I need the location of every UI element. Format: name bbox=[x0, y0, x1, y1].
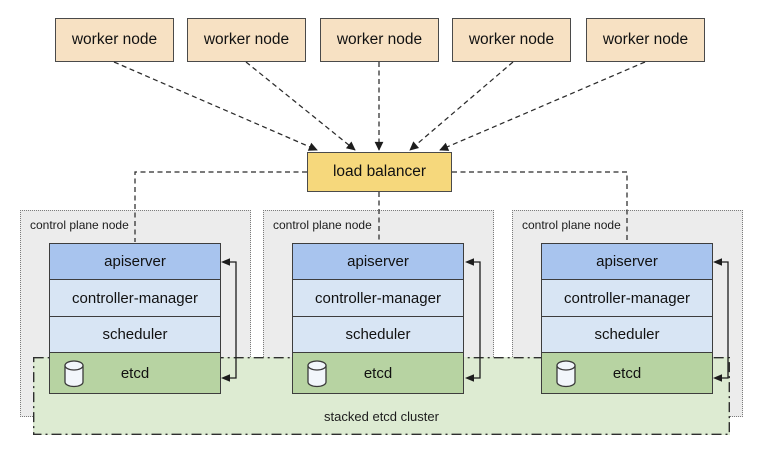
etcd-box: etcd bbox=[541, 352, 713, 394]
scheduler-box: scheduler bbox=[541, 315, 713, 354]
database-cylinder-icon bbox=[556, 360, 576, 388]
worker-node-box: worker node bbox=[187, 18, 306, 62]
scheduler-box: scheduler bbox=[49, 315, 221, 354]
etcd-label: etcd bbox=[120, 364, 150, 382]
database-cylinder-icon bbox=[307, 360, 327, 388]
controller-manager-label: controller-manager bbox=[564, 289, 690, 307]
component-stack: apiserver controller-manager scheduler e… bbox=[292, 242, 464, 394]
worker-node-label: worker node bbox=[468, 31, 555, 48]
apiserver-box: apiserver bbox=[292, 242, 464, 281]
worker-node-box: worker node bbox=[586, 18, 705, 62]
worker-node-label: worker node bbox=[71, 31, 158, 48]
apiserver-box: apiserver bbox=[49, 242, 221, 281]
component-stack: apiserver controller-manager scheduler e… bbox=[541, 242, 713, 394]
control-plane-node-box: control plane node apiserver controller-… bbox=[20, 210, 251, 417]
control-plane-node-label: control plane node bbox=[522, 218, 621, 232]
etcd-label: etcd bbox=[363, 364, 393, 382]
worker-node-label: worker node bbox=[602, 31, 689, 48]
controller-manager-box: controller-manager bbox=[292, 279, 464, 317]
worker-node-label: worker node bbox=[336, 31, 423, 48]
control-plane-node-label: control plane node bbox=[273, 218, 372, 232]
etcd-label: etcd bbox=[612, 364, 642, 382]
etcd-box: etcd bbox=[49, 352, 221, 394]
worker-node-box: worker node bbox=[320, 18, 439, 62]
worker-node-box: worker node bbox=[452, 18, 571, 62]
apiserver-label: apiserver bbox=[104, 253, 166, 270]
scheduler-label: scheduler bbox=[102, 326, 168, 343]
control-plane-node-label: control plane node bbox=[30, 218, 129, 232]
worker-node-label: worker node bbox=[203, 31, 290, 48]
apiserver-label: apiserver bbox=[596, 253, 658, 270]
controller-manager-box: controller-manager bbox=[49, 279, 221, 317]
apiserver-label: apiserver bbox=[347, 253, 409, 270]
scheduler-box: scheduler bbox=[292, 315, 464, 354]
scheduler-label: scheduler bbox=[345, 326, 411, 343]
scheduler-label: scheduler bbox=[594, 326, 660, 343]
load-balancer-label: load balancer bbox=[332, 163, 427, 180]
controller-manager-box: controller-manager bbox=[541, 279, 713, 317]
controller-manager-label: controller-manager bbox=[72, 289, 198, 307]
database-cylinder-icon bbox=[64, 360, 84, 388]
stacked-etcd-cluster-label: stacked etcd cluster bbox=[324, 409, 439, 424]
apiserver-box: apiserver bbox=[541, 242, 713, 281]
control-plane-node-box: control plane node apiserver controller-… bbox=[512, 210, 743, 417]
component-stack: apiserver controller-manager scheduler e… bbox=[49, 242, 221, 394]
load-balancer-box: load balancer bbox=[307, 152, 452, 192]
worker-to-lb-arrows bbox=[113, 61, 646, 151]
control-plane-node-box: control plane node apiserver controller-… bbox=[263, 210, 494, 417]
etcd-box: etcd bbox=[292, 352, 464, 394]
controller-manager-label: controller-manager bbox=[315, 289, 441, 307]
worker-node-box: worker node bbox=[55, 18, 174, 62]
